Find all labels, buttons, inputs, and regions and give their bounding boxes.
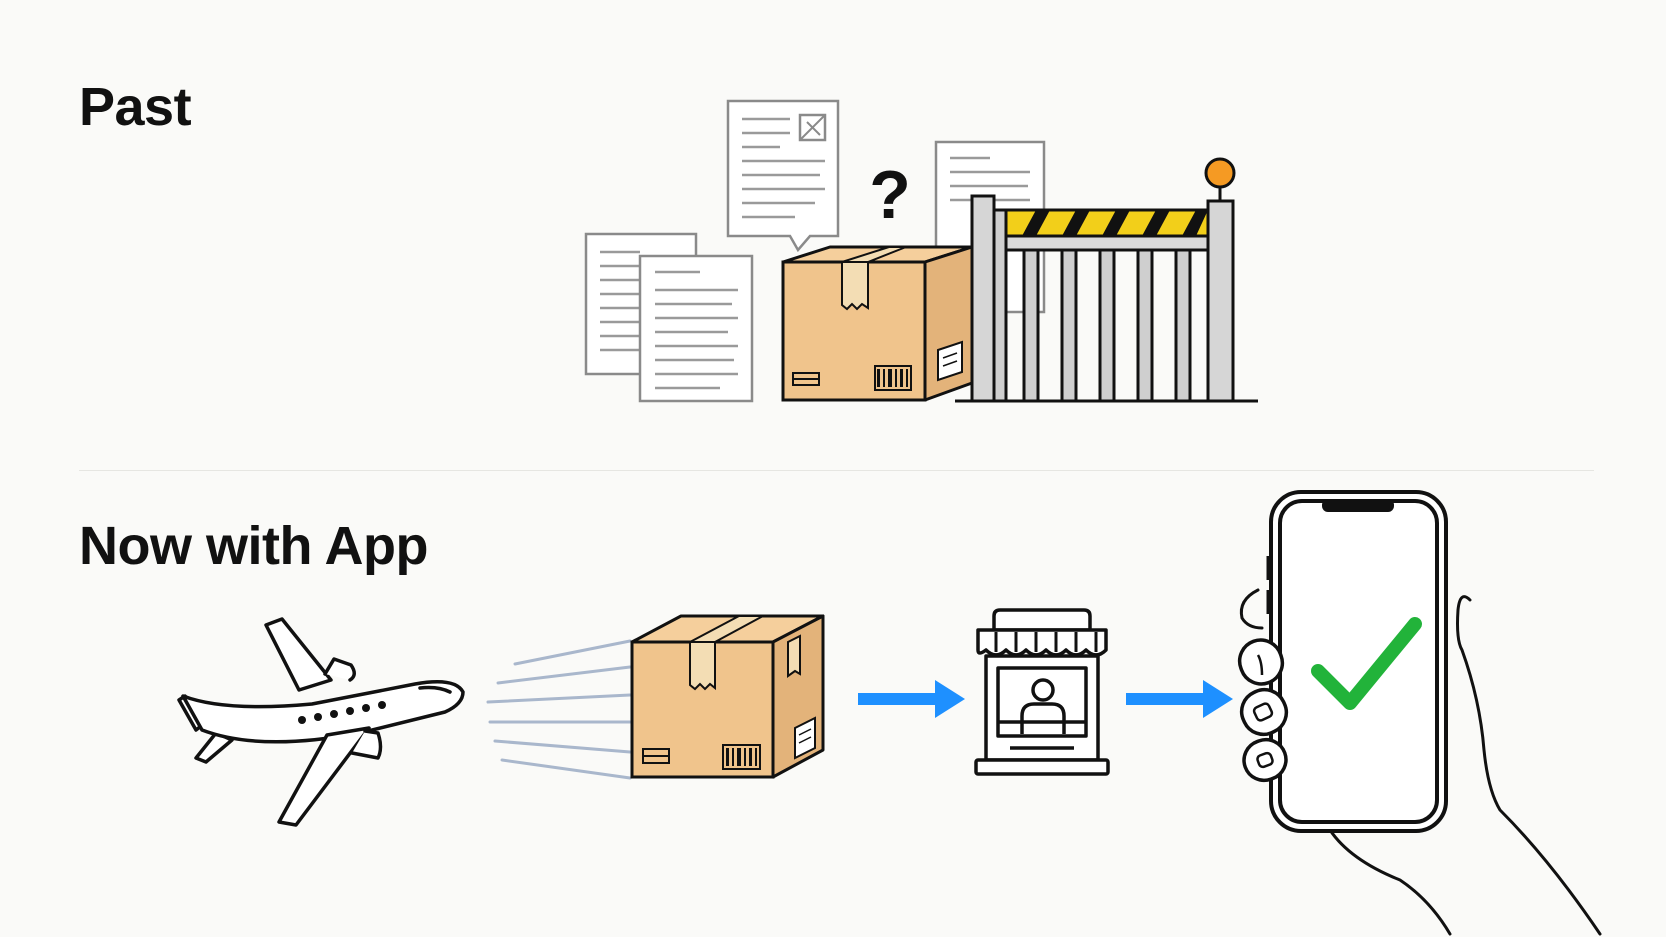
speed-lines-icon — [486, 639, 632, 780]
arrow-right-icon — [858, 680, 965, 718]
question-mark-icon: ? — [869, 157, 911, 233]
photo-document-icon — [726, 99, 840, 253]
cardboard-box-icon — [630, 614, 825, 779]
airplane-icon — [177, 617, 465, 827]
warning-light-icon — [1204, 157, 1236, 189]
now-section-title: Now with App — [79, 516, 428, 576]
section-divider — [79, 470, 1594, 471]
hand-icon — [1239, 588, 1602, 936]
past-section-title: Past — [79, 77, 192, 137]
smartphone-icon — [1266, 490, 1448, 833]
cardboard-box-icon — [781, 245, 974, 402]
checkmark-icon — [1311, 617, 1422, 710]
barrier-gate-icon — [955, 157, 1258, 403]
hand-fingers — [1237, 638, 1289, 783]
arrow-right-icon — [1126, 680, 1233, 718]
pickup-kiosk-icon — [974, 608, 1110, 776]
document-icon — [638, 254, 754, 403]
